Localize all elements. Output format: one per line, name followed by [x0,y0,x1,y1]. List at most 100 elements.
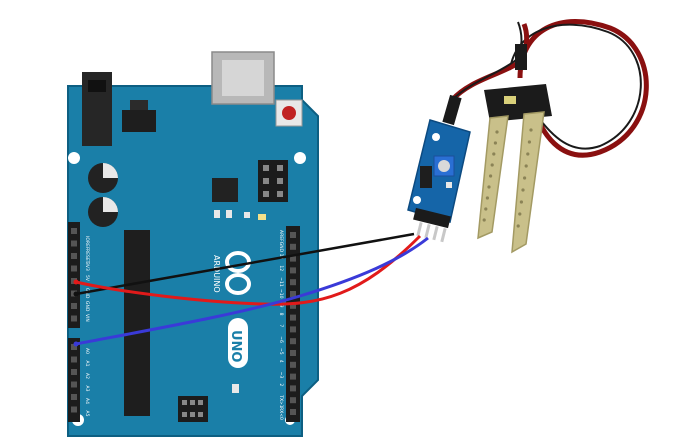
digital-header-pin [290,350,296,356]
power-header-pin [71,303,77,309]
power-jack-face [88,80,106,92]
digital-header-pin [290,279,296,286]
smd-component [232,384,239,393]
probe-trace-dot [482,218,486,222]
pin-label: A0 [84,348,90,354]
mounting-hole [68,152,80,164]
usb-connector-face [222,60,264,96]
digital-header-pin [290,243,296,250]
soil-moisture-comparator-module [407,94,471,243]
pin-label: GND [84,288,90,299]
wire-signal-black [75,232,415,296]
digital-header [286,226,300,422]
pin-label: RESET [84,249,90,264]
probe-trace-dot [527,140,532,144]
wire-ground-blue [75,236,429,346]
digital-header-pin [290,291,296,297]
module-input-connector [442,94,462,126]
probe-trace-dot [518,212,522,216]
probe-lead-black [509,23,642,150]
voltage-regulator [122,110,156,132]
probe-trace-dot [490,163,494,167]
analog-header-pin [71,344,77,350]
smd-component [244,212,250,218]
pin-label: A1 [84,361,90,367]
pin-label: VIN [84,314,90,322]
power-header-pin [71,253,77,259]
pin-label: 12 [278,265,284,271]
digital-header-pin [290,326,296,333]
wire-endpoint [73,341,79,347]
power-header-pin [71,240,77,247]
usb-chip [212,178,238,202]
pin-label: A3 [84,386,90,392]
probe-trace-dot [516,224,520,228]
probe-trace-dot [484,207,488,211]
digital-header-pin [290,232,296,238]
icsp-header-top [258,160,288,202]
probe-trace-dot [519,200,524,204]
power-header-pin [71,315,77,322]
probe-label [504,96,516,104]
reset-button-cap [282,106,296,120]
wire-power-red [75,234,422,306]
probe-trace-dot [526,152,530,156]
digital-header-pin [290,302,296,309]
pin-label: ~6 [278,336,284,343]
pin-label: RX<0 [278,407,284,420]
brand-text: ARDUINO [212,255,221,293]
power-header-pin [71,228,77,234]
pin-label: ~3 [278,372,284,379]
probe-trace-dot [492,152,496,156]
probe-prong-right [511,111,545,254]
mounting-hole [294,152,306,164]
pin-label: 5V [84,275,90,282]
pin-label: 3V3 [84,262,90,271]
pin-label: 2 [278,383,284,386]
pin-label: 4 [278,360,284,363]
analog-header-pin [71,381,77,388]
probe-trace-dot [487,185,491,189]
analog-header-pin [71,394,77,400]
digital-header-pin [290,338,296,345]
potentiometer-knob [438,160,450,172]
wire-endpoint [73,291,79,297]
power-header-pin [71,265,77,272]
pin-label: A2 [84,373,90,379]
pin-label: A4 [84,398,90,404]
module-led [446,182,452,188]
pin-label: A5 [84,411,90,417]
module-output-pins [413,207,451,243]
microcontroller-chip [124,230,150,416]
pin-label: ~10 [278,289,284,299]
pin-label: GND [84,301,90,312]
digital-header-pin [290,267,296,274]
analog-header-pin [71,369,77,375]
digital-header-pin [290,314,296,321]
probe-trace-dot [521,188,525,192]
arduino-logo: ARDUINO UNO [212,251,251,368]
analog-header-pin [71,356,77,363]
probe-trace-dot [523,176,527,180]
probe-prong-left [477,115,509,240]
regulator-tab [130,100,148,110]
pin-label: ~5 [278,348,284,355]
capacitor-stripe [103,197,118,212]
digital-header-pin [290,255,296,262]
smd-component [226,210,232,218]
digital-header-pin [290,373,296,380]
module-hole [413,196,421,204]
soil-moisture-probe [477,44,552,254]
probe-traces [482,128,533,228]
uno-logo-text: UNO [228,330,243,363]
capacitor-stripe [103,163,118,178]
digital-header-pin [290,409,296,415]
smd-component [214,210,220,218]
digital-header-pin [290,397,296,404]
probe-trace-dot [524,164,528,168]
analog-header-pin [71,406,77,413]
